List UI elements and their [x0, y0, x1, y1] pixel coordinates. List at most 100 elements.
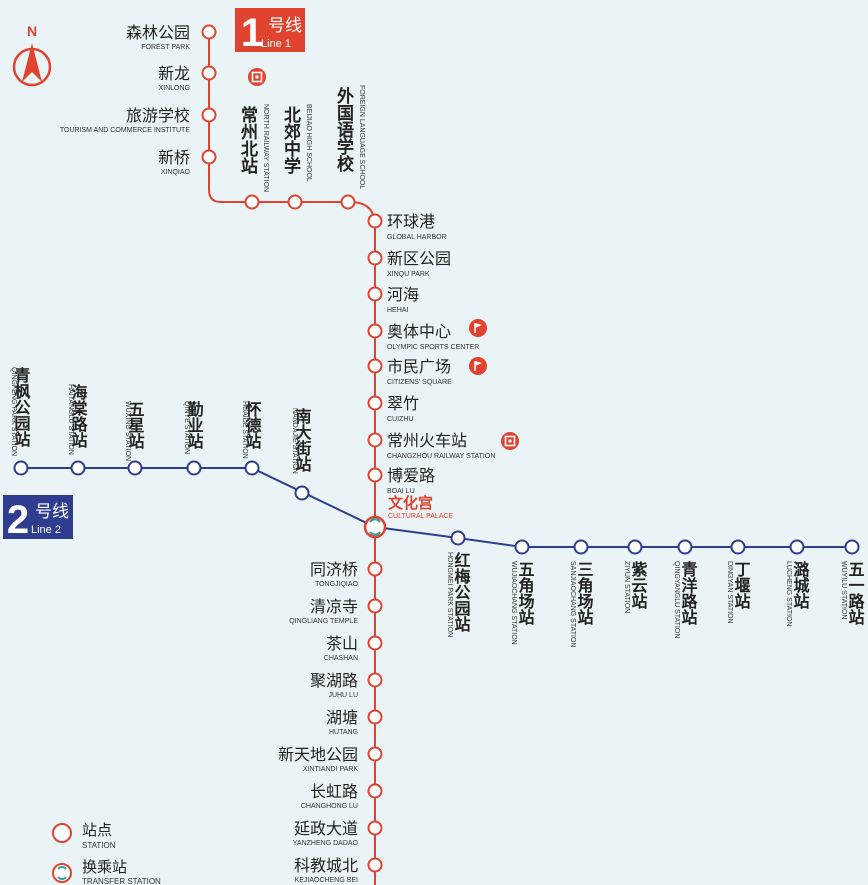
station-name-en: CUIZHU: [387, 416, 413, 423]
station-name-en: WUJIAOCHANG STATION: [510, 561, 517, 645]
station-marker[interactable]: [201, 65, 217, 81]
station-marker[interactable]: [127, 460, 143, 476]
station-name-en: NORTH RAILWAY STATION: [262, 104, 269, 192]
legend-station-en: STATION: [82, 841, 116, 850]
station-marker[interactable]: [367, 857, 383, 873]
legend: 站点 STATION 换乘站 TRANSFER STATION: [52, 821, 161, 885]
station-marker[interactable]: [244, 460, 260, 476]
station-name-zh: 五一路站: [846, 561, 865, 626]
station-name-en: ZIYUN STATION: [623, 561, 630, 613]
station-name-en: XINLONG: [158, 85, 190, 92]
station-name-zh: 紫云站: [629, 560, 648, 610]
station-marker[interactable]: [287, 194, 303, 210]
station-name-zh: 茶山: [326, 634, 358, 653]
station-name-zh: 湖塘: [326, 708, 358, 727]
station-name-en: SANJIAOCHANG STATION: [569, 561, 576, 647]
line1-zh: 号线: [268, 16, 302, 36]
station-marker[interactable]: [367, 783, 383, 799]
station-marker[interactable]: [367, 467, 383, 483]
line1-badge: 1 号线 Line 1: [235, 8, 305, 55]
legend-station-zh: 站点: [82, 821, 112, 839]
station-name-zh: 聚湖路: [310, 671, 358, 690]
station-name-zh: 五角场站: [516, 561, 535, 626]
station-marker[interactable]: [294, 485, 310, 501]
station-marker[interactable]: [201, 149, 217, 165]
station-name-en: CHANGHONG LU: [301, 803, 358, 810]
legend-transfer-zh: 换乘站: [82, 858, 127, 876]
station-marker[interactable]: [367, 358, 383, 374]
station-name-zh: 五星站: [126, 401, 145, 450]
station-name-zh: 外国语学校: [333, 86, 354, 173]
station-marker[interactable]: [367, 709, 383, 725]
station-marker[interactable]: [367, 561, 383, 577]
station-name-en: FOREIGN LANGUAGE SCHOOL: [358, 85, 365, 189]
station-marker[interactable]: [844, 539, 860, 555]
station-name-en: XINQU PARK: [387, 271, 430, 278]
station-marker[interactable]: [201, 24, 217, 40]
station-marker[interactable]: [367, 672, 383, 688]
station-marker[interactable]: [367, 213, 383, 229]
station-name-en: FOREST PARK: [141, 44, 190, 51]
station-marker[interactable]: [677, 539, 693, 555]
station-name-en: CHASHAN: [324, 655, 358, 662]
station-marker[interactable]: [186, 460, 202, 476]
station-name-zh: 南大街站: [293, 407, 313, 473]
station-marker[interactable]: [367, 250, 383, 266]
station-marker[interactable]: [13, 460, 29, 476]
station-name-en: TONGJIQIAO: [315, 581, 359, 588]
station-marker[interactable]: [367, 432, 383, 448]
station-name-en: KEJIAOCHENG BEI: [295, 877, 358, 884]
compass-label: N: [27, 23, 37, 39]
station-marker[interactable]: [514, 539, 530, 555]
line2-zh: 号线: [35, 502, 69, 522]
station-name-zh: 科教城北: [294, 856, 358, 875]
station-name-zh: 延政大道: [294, 819, 358, 838]
station-marker[interactable]: [367, 395, 383, 411]
station-name-en: TOURISM AND COMMERCE INSTITUTE: [60, 127, 190, 134]
station-name-en: QINGYANGLU STATION: [673, 561, 680, 638]
station-name-en: HUTANG: [329, 729, 358, 736]
transfer-name-en: CULTURAL PALACE: [388, 513, 454, 520]
station-name-zh: 新桥: [158, 148, 190, 167]
station-marker[interactable]: [367, 286, 383, 302]
station-name-en: DINGYAN STATION: [726, 561, 733, 624]
station-marker[interactable]: [573, 539, 589, 555]
station-marker[interactable]: [450, 530, 466, 546]
transfer-name-zh: 文化宫: [388, 494, 433, 512]
station-name-zh: 怀德站: [243, 400, 262, 450]
station-marker[interactable]: [367, 820, 383, 836]
station-name-zh: 河海: [387, 285, 419, 304]
station-marker[interactable]: [367, 323, 383, 339]
station-name-en: XINTIANDI PARK: [303, 766, 358, 773]
station-name-en: QINGFENG PARK STATION: [10, 367, 17, 456]
station-marker[interactable]: [789, 539, 805, 555]
transfer-icon: [369, 518, 381, 536]
station-name-en: WUYILU STATION: [840, 561, 847, 619]
station-name-zh: 新龙: [158, 64, 190, 83]
station-name-zh: 新天地公园: [278, 745, 358, 764]
station-name-zh: 市民广场: [387, 357, 451, 376]
station-name-zh: 北郊中学: [280, 106, 301, 175]
station-name-en: HAITANGLU STATION: [67, 384, 74, 455]
station-marker[interactable]: [367, 598, 383, 614]
station-name-zh: 常州火车站: [387, 431, 467, 450]
station-marker[interactable]: [367, 746, 383, 762]
station-marker[interactable]: [730, 539, 746, 555]
station-name-zh: 青枫公园站: [12, 366, 31, 448]
station-name-en: WUXING STATION: [124, 401, 131, 461]
station-name-en: QINGLIANG TEMPLE: [289, 618, 358, 625]
station-name-en: BOAI LU: [387, 488, 415, 495]
station-name-zh: 常州北站: [237, 105, 259, 175]
station-marker[interactable]: [627, 539, 643, 555]
legend-station-marker: [52, 823, 72, 843]
station-name-zh: 奥体中心: [387, 322, 451, 341]
station-name-en: OLYMPIC SPORTS CENTER: [387, 344, 479, 351]
station-marker[interactable]: [340, 194, 356, 210]
line1-en: Line 1: [261, 38, 291, 50]
station-marker[interactable]: [244, 194, 260, 210]
flag-icon: [469, 319, 487, 337]
station-name-en: CHANGZHOU RAILWAY STATION: [387, 453, 495, 460]
station-marker[interactable]: [367, 635, 383, 651]
station-marker[interactable]: [201, 107, 217, 123]
station-marker[interactable]: [70, 460, 86, 476]
